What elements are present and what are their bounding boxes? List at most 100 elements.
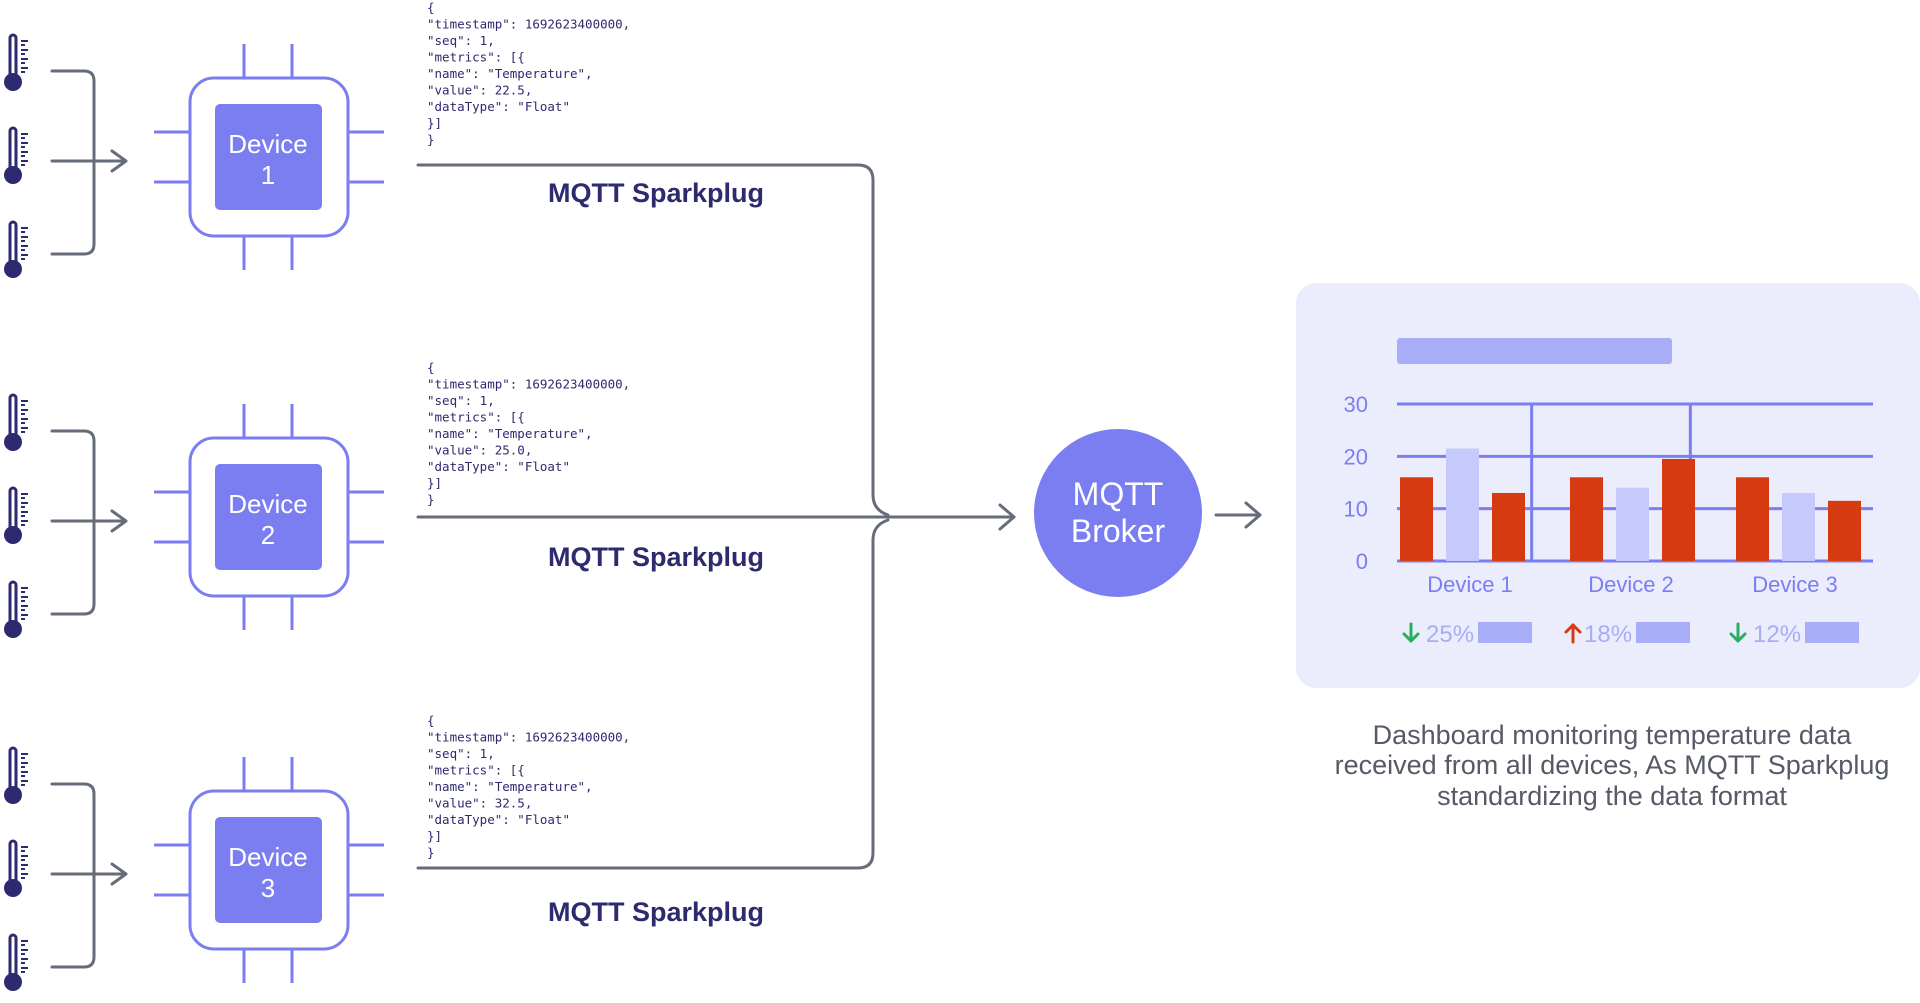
payload-line: } [427, 845, 435, 860]
payload-line: { [427, 0, 435, 15]
payload-line: "name": "Temperature", [427, 426, 593, 441]
bar [1662, 458, 1695, 561]
payload-line: "timestamp": 1692623400000, [427, 730, 630, 745]
arrow-right-icon [110, 149, 128, 173]
y-tick-label: 20 [1344, 444, 1368, 469]
payload-line: "seq": 1, [427, 746, 495, 761]
bus-line-device-1 [416, 163, 890, 517]
protocol-label: MQTT Sparkplug [548, 178, 764, 208]
payload-line: "dataType": "Float" [427, 459, 570, 474]
thermometer-icon [4, 839, 28, 897]
json-payload: { "timestamp": 1692623400000, "seq": 1, … [427, 713, 630, 860]
broker-circle [1034, 429, 1202, 597]
arrow-right-icon [110, 862, 128, 886]
bar [1446, 448, 1479, 561]
change-bar-placeholder [1478, 622, 1532, 643]
json-payload: { "timestamp": 1692623400000, "seq": 1, … [427, 0, 630, 147]
arrow-right-icon [1214, 501, 1262, 529]
y-tick-label: 30 [1344, 392, 1368, 417]
bar [1616, 487, 1649, 561]
device-label-line2: 1 [261, 160, 275, 190]
caption-line-3: standardizing the data format [1437, 781, 1787, 811]
payload-line: "metrics": [{ [427, 410, 525, 425]
category-label: Device 2 [1588, 572, 1674, 597]
payload-line: "seq": 1, [427, 33, 495, 48]
arrow-down-icon [1402, 622, 1420, 643]
arrow-right-icon [110, 509, 128, 533]
thermometer-icon [4, 220, 28, 278]
dashboard-title-placeholder [1397, 338, 1672, 364]
payload-line: }] [427, 829, 442, 844]
category-label: Device 1 [1427, 572, 1513, 597]
thermometer-icon [4, 393, 28, 451]
arrow-up-icon [1564, 623, 1582, 644]
caption-line-1: Dashboard monitoring temperature data [1373, 720, 1853, 750]
change-bar-placeholder [1805, 622, 1859, 643]
bar [1570, 477, 1603, 561]
thermometer-icon [4, 933, 28, 991]
payload-line: "name": "Temperature", [427, 779, 593, 794]
thermometer-icon [4, 746, 28, 804]
bar [1736, 477, 1769, 561]
device-label-line2: 3 [261, 873, 275, 903]
thermometer-icon [4, 486, 28, 544]
dashboard-caption: Dashboard monitoring temperature data re… [1335, 720, 1890, 811]
payload-line: } [427, 132, 435, 147]
payload-line: "metrics": [{ [427, 763, 525, 778]
bus-arrowhead [998, 503, 1016, 531]
payload-line: "dataType": "Float" [427, 812, 570, 827]
device-label-line1: Device [228, 842, 307, 872]
protocol-label: MQTT Sparkplug [548, 897, 764, 927]
payload-line: "seq": 1, [427, 393, 495, 408]
device-label-line2: 2 [261, 520, 275, 550]
payload-line: "dataType": "Float" [427, 99, 570, 114]
payload-line: "metrics": [{ [427, 50, 525, 65]
payload-line: { [427, 713, 435, 728]
caption-line-2: received from all devices, As MQTT Spark… [1335, 750, 1890, 780]
bar [1828, 500, 1861, 561]
payload-line: "value": 25.0, [427, 443, 532, 458]
y-tick-label: 10 [1344, 497, 1368, 522]
broker-label-line2: Broker [1071, 513, 1166, 549]
bus-line-device-3 [416, 518, 890, 870]
payload-line: "name": "Temperature", [427, 66, 593, 81]
payload-line: "timestamp": 1692623400000, [427, 377, 630, 392]
protocol-label: MQTT Sparkplug [548, 542, 764, 572]
bar [1400, 477, 1433, 561]
payload-line: "value": 22.5, [427, 83, 532, 98]
payload-line: }] [427, 476, 442, 491]
device-label-line1: Device [228, 489, 307, 519]
device-label-line1: Device [228, 129, 307, 159]
payload-line: }] [427, 116, 442, 131]
payload-line: } [427, 492, 435, 507]
thermometer-icon [4, 126, 28, 184]
mqtt-broker: MQTT Broker [1034, 429, 1202, 597]
thermometer-icon [4, 33, 28, 91]
category-label: Device 3 [1752, 572, 1838, 597]
change-percent: 18% [1584, 621, 1632, 648]
payload-line: "value": 32.5, [427, 796, 532, 811]
bar [1782, 492, 1815, 561]
payload-line: { [427, 360, 435, 375]
change-percent: 12% [1753, 621, 1801, 648]
bar [1492, 492, 1525, 561]
y-tick-label: 0 [1356, 549, 1368, 574]
sparkplug-bus [416, 163, 1016, 870]
arrow-down-icon [1729, 622, 1747, 643]
json-payload: { "timestamp": 1692623400000, "seq": 1, … [427, 360, 630, 507]
payload-line: "timestamp": 1692623400000, [427, 17, 630, 32]
broker-label-line1: MQTT [1073, 476, 1164, 512]
thermometer-icon [4, 580, 28, 638]
change-bar-placeholder [1636, 622, 1690, 643]
